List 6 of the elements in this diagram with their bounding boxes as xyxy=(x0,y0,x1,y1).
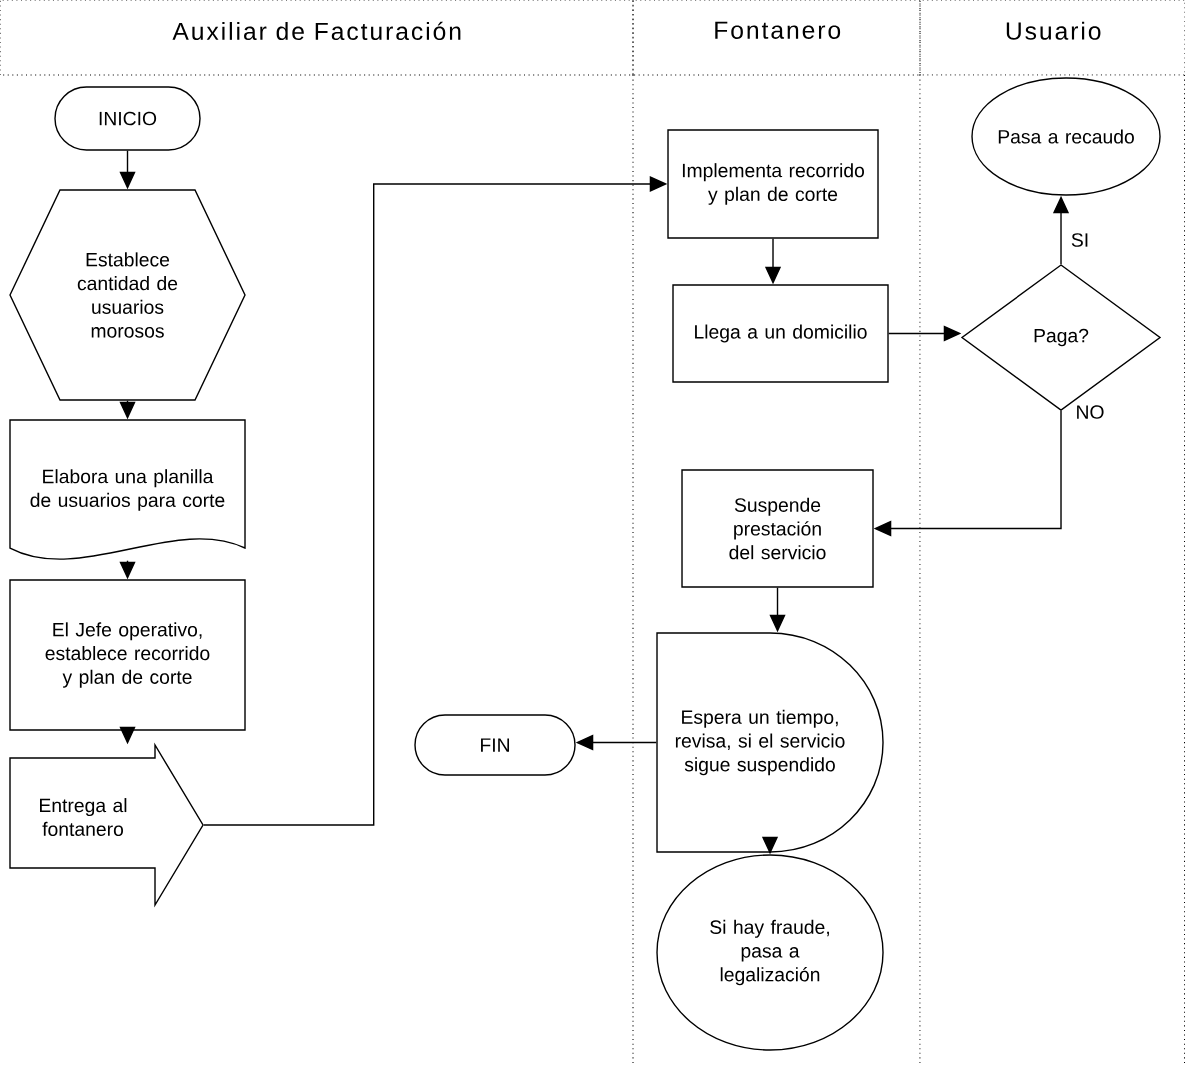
edge-label: SI xyxy=(1069,231,1091,249)
process-box: El Jefe operativo, establece recorrido y plan de corte xyxy=(9,579,246,731)
process-box: Llega a un domicilio xyxy=(672,284,889,383)
process-box: Implementa recorrido y plan de corte xyxy=(667,129,879,239)
preparation-hexagon: Establece cantidad de usuarios morosos xyxy=(9,189,246,401)
process-box: Suspende prestación del servicio xyxy=(681,469,874,588)
